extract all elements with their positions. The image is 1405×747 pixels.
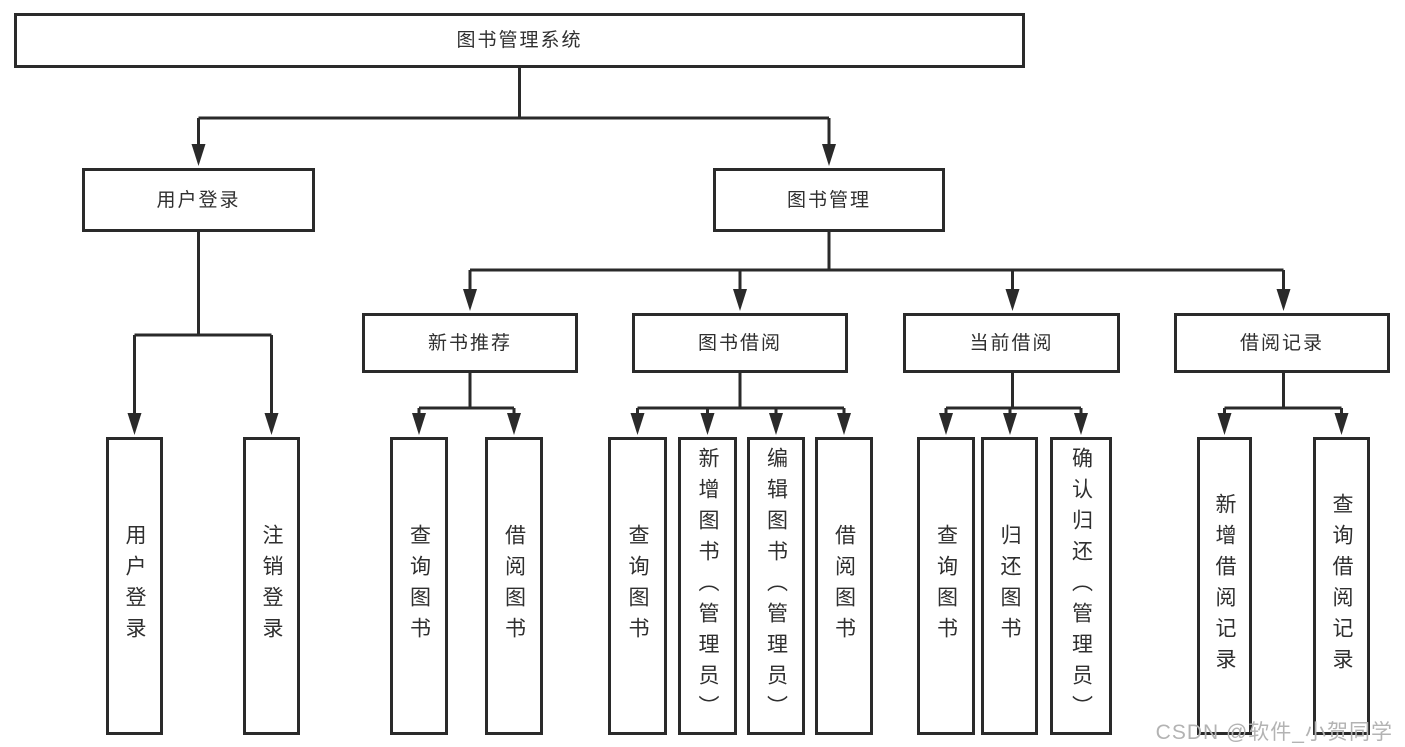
node-book-borrow: 图书借阅: [632, 313, 848, 373]
node-current-borrow: 当前借阅: [903, 313, 1120, 373]
node-root: 图书管理系统: [14, 13, 1025, 68]
leaf-newbook-query-books: 查询图书: [390, 437, 448, 735]
leaf-logout: 注销登录: [243, 437, 300, 735]
leaf-newbook-borrow-books: 借阅图书: [485, 437, 543, 735]
node-borrow-records: 借阅记录: [1174, 313, 1390, 373]
leaf-current-confirm-return-admin: 确认归还（管理员）: [1050, 437, 1112, 735]
leaf-borrow-edit-books-admin: 编辑图书（管理员）: [747, 437, 805, 735]
leaf-current-return-books: 归还图书: [981, 437, 1038, 735]
node-book-management: 图书管理: [713, 168, 945, 232]
leaf-borrow-add-books-admin: 新增图书（管理员）: [678, 437, 737, 735]
node-user-login: 用户登录: [82, 168, 315, 232]
leaf-records-add-record: 新增借阅记录: [1197, 437, 1252, 735]
node-new-book-recommend: 新书推荐: [362, 313, 578, 373]
arrow-heads: [127, 144, 1349, 435]
leaf-current-query-books: 查询图书: [917, 437, 975, 735]
csdn-watermark: CSDN @软件_小贺同学: [1155, 721, 1393, 744]
leaf-records-query-record: 查询借阅记录: [1313, 437, 1370, 735]
leaf-borrow-query-books: 查询图书: [608, 437, 667, 735]
leaf-borrow-borrow-books: 借阅图书: [815, 437, 873, 735]
leaf-user-login: 用户登录: [106, 437, 163, 735]
